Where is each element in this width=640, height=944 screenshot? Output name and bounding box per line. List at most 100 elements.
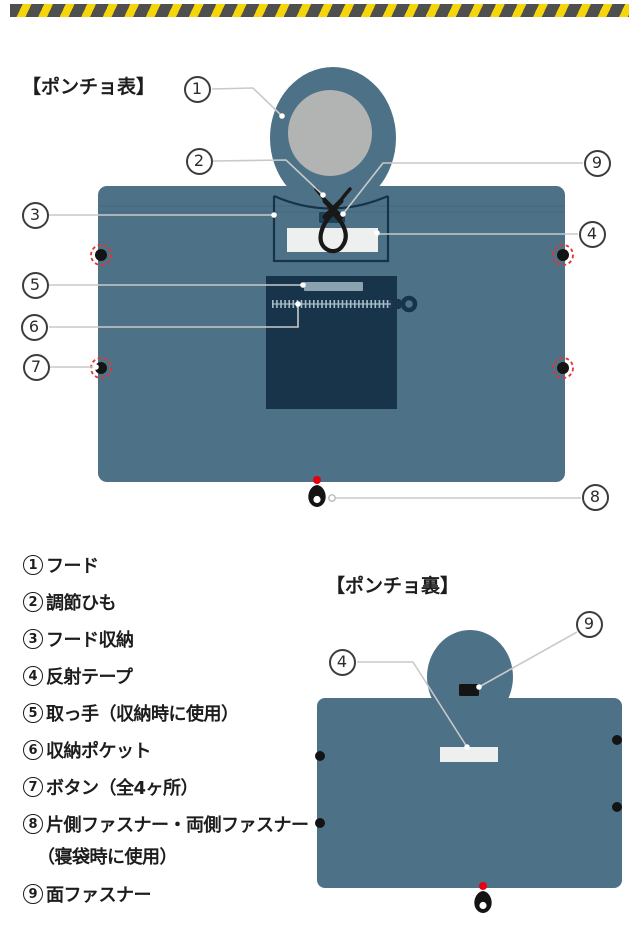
legend-item-3: 3 フード収納 [23, 627, 333, 651]
legend-number-badge: 5 [23, 703, 43, 723]
legend-text: 片側ファスナー・両側ファスナー [46, 815, 309, 836]
legend-text: 取っ手（収納時に使用） [46, 704, 239, 725]
legend-text: フード収納 [46, 630, 134, 651]
leader-dot [271, 212, 277, 218]
zipper-pull-hole [479, 901, 487, 910]
button-snap-icon [315, 751, 325, 761]
leader-8-end-ring [328, 494, 336, 502]
hood-storage-outline [272, 196, 390, 263]
button-snap-icon [557, 362, 569, 374]
leader-dot [320, 192, 326, 198]
legend-item-4: 4 反射テープ [23, 664, 333, 688]
leader-9-back [478, 631, 578, 688]
leader-dot [295, 301, 301, 307]
callout-front-8: 8 [581, 483, 609, 511]
leader-6 [49, 305, 299, 328]
button-snap-icon [315, 818, 325, 828]
reflective-tape-front [287, 228, 378, 252]
leader-dot [340, 211, 346, 217]
legend-number-badge: 7 [23, 777, 43, 797]
button-snap-icon [95, 362, 107, 374]
legend-text: 面ファスナー [46, 885, 152, 906]
callout-front-9: 9 [583, 149, 611, 177]
back-buttons [315, 735, 622, 828]
bottom-zipper-pull-back [474, 882, 492, 913]
leader-9 [342, 162, 583, 215]
callout-front-7: 7 [22, 353, 50, 381]
zipper-ring-pull [400, 295, 418, 313]
reflective-tape-back [440, 747, 498, 762]
leader-dot [464, 744, 470, 750]
back-diagram [315, 630, 622, 913]
button-marker-circle [552, 244, 574, 266]
button-bottom-right [552, 357, 574, 379]
storage-pocket [266, 276, 397, 409]
zipper-red-dot [479, 882, 487, 890]
button-marker-circle [552, 357, 574, 379]
legend-number-badge: 9 [23, 884, 43, 904]
back-leader-dots [464, 684, 482, 750]
back-view-title: 【ポンチョ裏】 [326, 575, 460, 597]
callout-back-4: 4 [328, 648, 356, 676]
legend-item-8-note: （寝袋時に使用） [37, 847, 178, 868]
legend-number-badge: 8 [23, 814, 43, 834]
leader-4-back [357, 661, 468, 748]
legend-item-6: 6 収納ポケット [23, 738, 333, 762]
front-leader-lines [49, 87, 583, 499]
legend-item-9: 9 面ファスナー [23, 882, 333, 906]
legend-text: 反射テープ [46, 667, 133, 688]
front-view-title: 【ポンチョ表】 [22, 76, 156, 98]
button-top-left [90, 244, 112, 266]
button-marker-circle [90, 357, 112, 379]
hood-opening [288, 90, 372, 176]
drawstring-knot [322, 198, 344, 220]
legend-text: 収納ポケット [46, 741, 152, 762]
button-bottom-left [90, 357, 112, 379]
legend-list: 1 フード 2 調節ひも 3 フード収納 4 反射テープ 5 取っ手（収納時に使… [23, 553, 333, 919]
legend-number-badge: 4 [23, 666, 43, 686]
callout-front-4: 4 [578, 220, 606, 248]
callout-front-5: 5 [21, 271, 49, 299]
hazard-stripe-top [10, 4, 629, 17]
front-leader-dots [93, 113, 380, 370]
callout-front-2: 2 [185, 147, 213, 175]
front-diagram [49, 67, 583, 507]
legend-number-badge: 6 [23, 740, 43, 760]
callout-front-6: 6 [20, 313, 48, 341]
legend-number-badge: 1 [23, 555, 43, 575]
button-snap-icon [557, 249, 569, 261]
carry-handle [304, 282, 363, 291]
poncho-body-back [317, 698, 622, 888]
leader-dot [300, 282, 306, 288]
zipper-red-dot [313, 476, 321, 484]
button-top-right [552, 244, 574, 266]
legend-item-8: 8 片側ファスナー・両側ファスナー [23, 812, 333, 836]
drawstring-loop [318, 210, 348, 254]
legend-text: ボタン（全4ヶ所） [46, 778, 199, 799]
callout-front-3: 3 [21, 201, 49, 229]
leader-2 [212, 159, 324, 196]
leader-dot [279, 113, 285, 119]
zipper-pull-hole [313, 495, 321, 504]
leader-dot [374, 230, 380, 236]
legend-item-2: 2 調節ひも [23, 590, 333, 614]
velcro-patch [459, 684, 479, 696]
legend-item-5: 5 取っ手（収納時に使用） [23, 701, 333, 725]
button-snap-icon [95, 249, 107, 261]
leader-1 [211, 87, 283, 117]
button-marker-circle [90, 244, 112, 266]
legend-number-badge: 2 [23, 592, 43, 612]
callout-front-1: 1 [183, 75, 211, 103]
legend-text: 調節ひも [46, 593, 117, 614]
legend-number-badge: 3 [23, 629, 43, 649]
callout-back-9: 9 [575, 610, 603, 638]
legend-item-7: 7 ボタン（全4ヶ所） [23, 775, 333, 799]
legend-text: フード [46, 556, 99, 577]
button-snap-icon [612, 802, 622, 812]
bottom-zipper-pull-front [308, 476, 326, 507]
legend-item-1: 1 フード [23, 553, 333, 577]
zipper-slider [391, 299, 401, 309]
button-snap-icon [612, 735, 622, 745]
